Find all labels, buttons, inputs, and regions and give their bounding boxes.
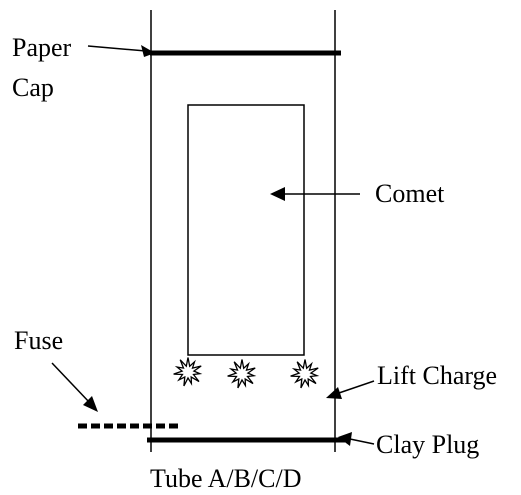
paper-cap-arrow-head <box>141 45 155 57</box>
lift-charge-label: Lift Charge <box>377 361 497 390</box>
fuse-arrow <box>51 362 91 404</box>
lift-charge-burst <box>290 359 320 389</box>
paper-cap-label-line2: Cap <box>12 73 54 102</box>
clay-plug-arrow-head <box>338 432 352 446</box>
tube-label: Tube A/B/C/D <box>150 464 301 493</box>
lift-charge-bursts <box>173 357 320 389</box>
comet-arrow-head <box>270 187 285 201</box>
lift-charge-burst <box>227 359 257 389</box>
lift-charge-burst <box>173 357 203 387</box>
fuse-arrow-head <box>83 396 98 412</box>
paper-cap-label-line1: Paper <box>12 33 72 62</box>
clay-plug-label: Clay Plug <box>376 430 479 459</box>
comet-body <box>187 104 305 356</box>
paper-cap-arrow <box>87 45 147 52</box>
lift-charge-arrow <box>335 380 375 395</box>
comet-label: Comet <box>375 179 445 208</box>
fuse-label: Fuse <box>14 326 63 355</box>
lift-charge-arrow-head <box>326 387 342 399</box>
clay-plug-arrow <box>349 438 375 445</box>
